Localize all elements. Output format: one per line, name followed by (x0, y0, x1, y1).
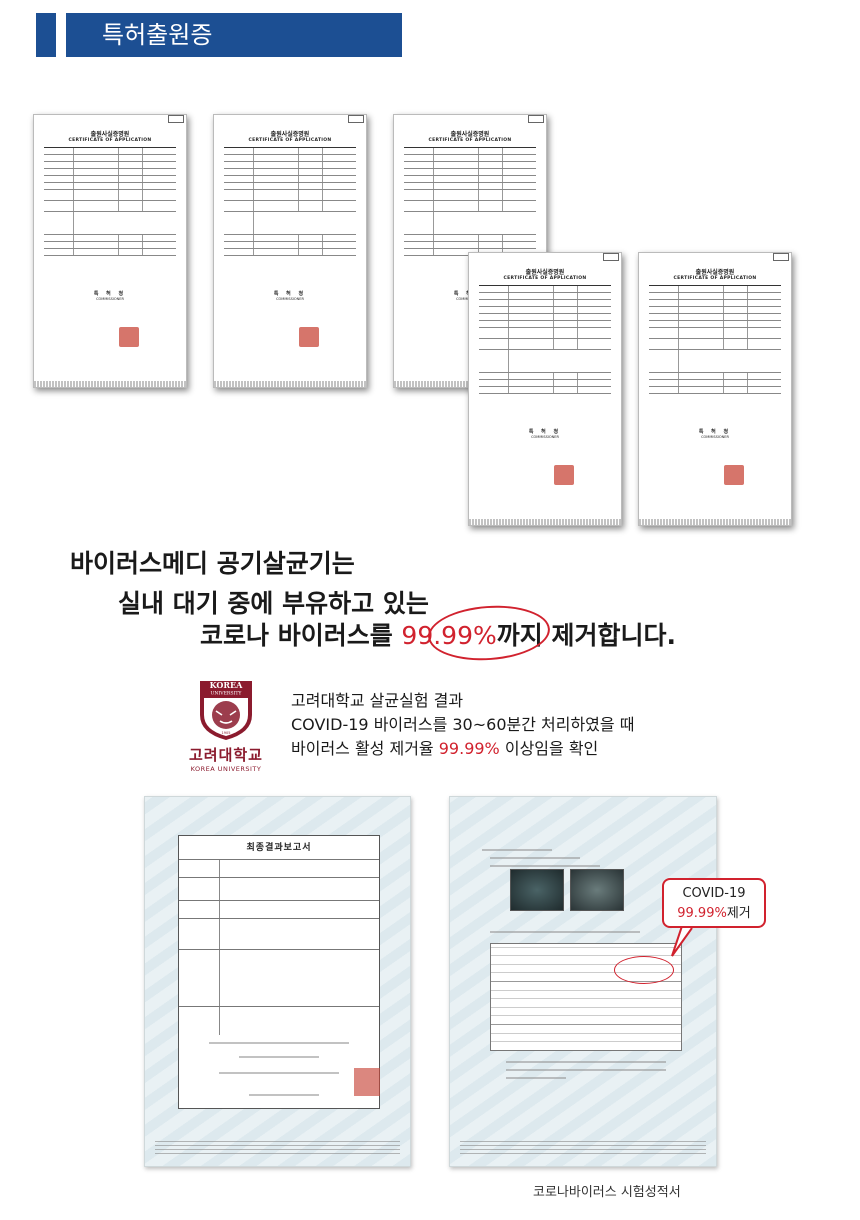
result-line-2: COVID-19 바이러스를 30~60분간 처리하였을 때 (291, 715, 635, 734)
certificate-footer (214, 381, 366, 387)
result-percentage: 99.99% (438, 739, 500, 758)
certificate-table (479, 285, 611, 394)
certificate-title-ko: 출원사실증명원 (90, 131, 130, 138)
official-seal (354, 1068, 380, 1096)
highlight-ellipse (426, 601, 552, 665)
headline-text: 코로나 바이러스를 (200, 621, 402, 650)
official-seal (299, 327, 320, 348)
final-report-document: 최종결과보고서 (144, 796, 411, 1167)
test-result-document (449, 796, 717, 1167)
logo-korea-text: KOREA (210, 680, 243, 690)
certificate-card: 출원사실증명원 CERTIFICATE OF APPLICATION 특 허 청… (33, 114, 187, 388)
certificate-title-en: CERTIFICATE OF APPLICATION (68, 138, 152, 143)
headline-line-3: 코로나 바이러스를 99.99%까지 제거합니다. (200, 616, 676, 652)
commissioner-en: COMMISSIONER (276, 297, 304, 301)
micrograph-normal (510, 869, 564, 911)
certificate-table (404, 147, 536, 256)
certificate-card: 출원사실증명원 CERTIFICATE OF APPLICATION 특 허 청… (638, 252, 792, 526)
official-seal (724, 465, 745, 486)
revenue-stamp (168, 115, 184, 123)
revenue-stamp (528, 115, 544, 123)
university-name-ko: 고려대학교 (188, 746, 263, 764)
certificate-title-ko: 출원사실증명원 (525, 269, 565, 276)
commissioner-ko: 특 허 청 (528, 429, 562, 435)
report-form: 최종결과보고서 (178, 835, 380, 1109)
section-title: 특허출원증 (102, 21, 213, 49)
report-footer-text (460, 1138, 706, 1154)
callout-pointer-icon (671, 926, 693, 957)
certificate-table (649, 285, 781, 394)
micrograph-infected (570, 869, 624, 911)
commissioner-ko: 특 허 청 (698, 429, 732, 435)
certificate-footer (639, 519, 791, 525)
result-line-3: 바이러스 활성 제거율 99.99% 이상임을 확인 (291, 737, 634, 761)
certificate-title-en: CERTIFICATE OF APPLICATION (428, 138, 512, 143)
result-line-1: 고려대학교 살균실험 결과 (291, 691, 464, 710)
header-accent (36, 13, 56, 57)
revenue-stamp (773, 253, 789, 261)
headline-text-end: 까지 제거합니다. (496, 621, 676, 650)
official-seal (119, 327, 140, 348)
certificate-table (224, 147, 356, 256)
report-footer-text (155, 1138, 400, 1154)
revenue-stamp (348, 115, 364, 123)
callout-text: 제거 (726, 906, 751, 921)
official-seal (554, 465, 575, 486)
callout-percentage: 99.99% (677, 906, 727, 921)
report-title: 최종결과보고서 (246, 843, 312, 853)
certificate-title-en: CERTIFICATE OF APPLICATION (503, 276, 587, 281)
certificate-title-en: CERTIFICATE OF APPLICATION (673, 276, 757, 281)
revenue-stamp (603, 253, 619, 261)
headline-line-1: 바이러스메디 공기살균기는 (70, 549, 355, 578)
certificate-card: 출원사실증명원 CERTIFICATE OF APPLICATION 특 허 청… (213, 114, 367, 388)
callout-line-1: COVID-19 (682, 886, 746, 901)
commissioner-en: COMMISSIONER (531, 435, 559, 439)
headline-percentage: 99.99% (401, 621, 497, 650)
covid-callout: COVID-19 99.99%제거 (662, 878, 766, 928)
logo-university-text: UNIVERSITY (211, 691, 243, 697)
university-name-en: KOREA UNIVERSITY (190, 765, 262, 773)
highlight-circle (614, 956, 674, 984)
experiment-result: 고려대학교 살균실험 결과 COVID-19 바이러스를 30~60분간 처리하… (291, 689, 634, 761)
commissioner-ko: 특 허 청 (273, 291, 307, 297)
headline-line-2: 실내 대기 중에 부유하고 있는 (118, 589, 429, 618)
certificate-title-ko: 출원사실증명원 (695, 269, 735, 276)
caption: 코로나바이러스 시험성적서 (533, 1185, 681, 1200)
result-text: 바이러스 활성 제거율 (291, 739, 439, 758)
section-header: 특허출원증 (66, 13, 402, 57)
korea-university-logo: KOREA UNIVERSITY 1905 고려대학교 KOREA UNIVER… (186, 679, 266, 779)
certificate-table (44, 147, 176, 256)
commissioner-en: COMMISSIONER (701, 435, 729, 439)
certificate-footer (34, 381, 186, 387)
logo-year-text: 1905 (222, 731, 231, 735)
callout-line-2: 99.99%제거 (664, 904, 764, 924)
commissioner-ko: 특 허 청 (93, 291, 127, 297)
certificate-card: 출원사실증명원 CERTIFICATE OF APPLICATION 특 허 청… (468, 252, 622, 526)
certificate-title-en: CERTIFICATE OF APPLICATION (248, 138, 332, 143)
certificate-title-ko: 출원사실증명원 (270, 131, 310, 138)
certificate-title-ko: 출원사실증명원 (450, 131, 490, 138)
result-text-end: 이상임을 확인 (499, 739, 599, 758)
tiger-shield-icon: KOREA UNIVERSITY 1905 (200, 680, 252, 740)
certificate-footer (469, 519, 621, 525)
commissioner-en: COMMISSIONER (96, 297, 124, 301)
